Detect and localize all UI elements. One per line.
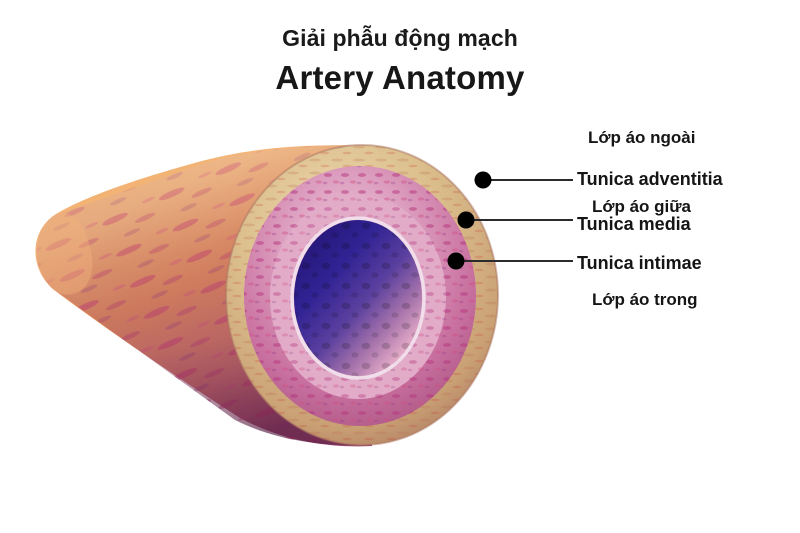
page-title-vietnamese: Giải phẫu động mạch bbox=[282, 25, 518, 51]
page-title-english: Artery Anatomy bbox=[275, 59, 525, 96]
callout-dot-adventitia[interactable] bbox=[474, 171, 492, 189]
callout-leaders bbox=[447, 171, 573, 270]
callout-label-adventitia-english: Tunica adventitia bbox=[577, 169, 723, 189]
callout-label-media-vietnamese: Lớp áo giữa bbox=[592, 197, 692, 216]
artery-cross-section bbox=[225, 144, 499, 446]
callout-label-media-english: Tunica media bbox=[577, 214, 691, 234]
callout-label-intimae-english: Tunica intimae bbox=[577, 253, 702, 273]
callout-label-intimae-vietnamese: Lớp áo trong bbox=[592, 290, 698, 309]
callout-label-adventitia-vietnamese: Lớp áo ngoài bbox=[588, 128, 696, 147]
callout-dot-media[interactable] bbox=[457, 211, 475, 229]
callout-dot-intimae[interactable] bbox=[447, 252, 465, 270]
